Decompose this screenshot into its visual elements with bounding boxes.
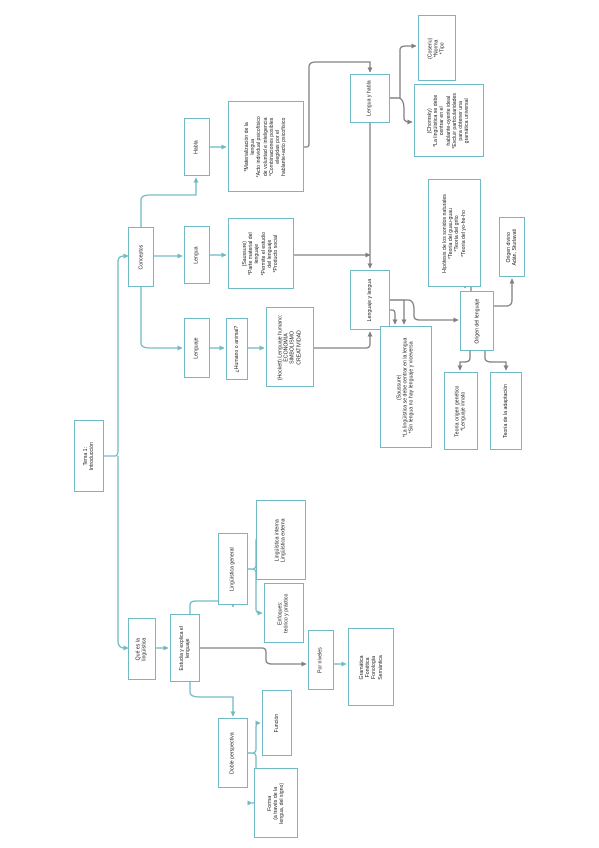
node-lengua-description: (Saussure) *Parte material del lenguaje … (228, 218, 294, 289)
node-chomsky-text: (Chomsky) *La lingüística se debe centra… (427, 92, 471, 149)
connector-17 (370, 309, 398, 325)
node-enfoques-text: Enfoques: teórico y práctico (277, 593, 290, 633)
node-teoria-genetico-text: Teoría origen genético *Lenguaje innato (454, 385, 467, 437)
connector-19 (494, 278, 515, 307)
node-habla-description-text: *Materialización de la lengua *Acto indi… (244, 115, 288, 178)
node-teoria-genetico: Teoría origen genético *Lenguaje innato (444, 372, 478, 450)
node-funcion-label: Función (273, 713, 280, 733)
node-doble-perspectiva-label: Doble perspectiva (229, 732, 236, 774)
connector-11 (314, 331, 373, 349)
connector-29 (248, 720, 261, 754)
node-origen-divino-text: Origen divino Adán, Sturlavati (505, 228, 518, 266)
connector-27 (248, 568, 263, 616)
node-hockett-text: (Hockett) Lenguaje humano: ECONOMÍA SIMB… (277, 314, 303, 380)
node-humano-o-animal-label: ¿Humano o animal? (233, 325, 240, 373)
node-teoria-adaptacion-text: Teoría de la adaptación (502, 384, 509, 438)
node-humano-o-animal: ¿Humano o animal? (226, 318, 248, 380)
node-habla: Habla (184, 118, 210, 176)
node-origen-lenguaje-label: Origen del lenguaje (473, 298, 480, 344)
node-forma: Forma (a través de la lengua, del signo) (254, 768, 298, 838)
node-tema-1-label: Tema 1: Introducción (82, 441, 96, 471)
node-lengua-y-habla: Lengua y habla (350, 74, 390, 123)
node-gramatica-fonetica-text: Gramática Fonética Fonología Semántica (358, 654, 384, 680)
connector-14 (390, 97, 413, 125)
node-saussure-lengua: (Saussure) *La lingüística se debe centr… (380, 326, 432, 448)
node-lenguaje-y-lengua: Lenguaje y lengua (350, 270, 390, 330)
node-doble-perspectiva: Doble perspectiva (218, 718, 248, 788)
connector-24 (200, 647, 307, 667)
node-conceptos: Conceptos (128, 227, 154, 287)
node-chomsky: (Chomsky) *La lingüística se debe centra… (414, 84, 484, 157)
connector-0 (104, 253, 129, 457)
node-lenguaje-label: Lenguaje (193, 337, 200, 359)
node-habla-label: Habla (193, 140, 200, 154)
node-por-niveles-label: Por niveles (317, 647, 324, 673)
node-lengua-y-habla-label: Lengua y habla (366, 80, 373, 117)
connector-9 (304, 61, 373, 148)
node-forma-text: Forma (a través de la lengua, del signo) (266, 782, 286, 824)
node-lengua-label: Lengua (193, 246, 200, 264)
node-linguistica-interna-externa: Lingüística interna Lingüística externa (256, 500, 306, 580)
node-conceptos-label: Conceptos (137, 244, 144, 270)
node-funcion: Función (262, 690, 292, 756)
node-saussure-lengua-text: (Saussure) *La lingüística se debe centr… (396, 337, 416, 437)
node-habla-description: *Materialización de la lengua *Acto indi… (228, 101, 304, 192)
node-tema-1: Tema 1: Introducción (74, 420, 104, 492)
node-teoria-adaptacion: Teoría de la adaptación (490, 372, 522, 450)
connector-15 (390, 299, 407, 325)
connector-13 (390, 43, 417, 99)
connector-20 (457, 351, 471, 371)
connector-16 (390, 299, 459, 323)
node-coseriu-text: (Coseriu) *Norma *Tipo (427, 37, 447, 59)
connector-1 (117, 456, 129, 651)
node-hipotesis-sonidos-text: Hipótesis de los sonidos naturales *Teor… (442, 193, 467, 273)
node-gramatica-fonetica: Gramática Fonética Fonología Semántica (348, 628, 394, 706)
node-linguistica-general: Lingüística general (218, 533, 248, 605)
node-que-es-label: Qué es la lingüística (135, 637, 148, 661)
connector-23 (189, 600, 236, 614)
node-lenguaje-y-lengua-label: Lenguaje y lengua (366, 278, 373, 322)
node-coseriu: (Coseriu) *Norma *Tipo (418, 15, 456, 81)
node-linguistica-general-label: Lingüística general (229, 547, 236, 591)
node-hipotesis-sonidos: Hipótesis de los sonidos naturales *Teor… (428, 179, 481, 287)
node-hockett: (Hockett) Lenguaje humano: ECONOMÍA SIMB… (266, 307, 314, 387)
node-que-es-linguistica: Qué es la lingüística (128, 618, 156, 680)
node-lengua: Lengua (184, 226, 210, 284)
node-lengua-description-text: (Saussure) *Parte material del lenguaje … (242, 231, 280, 276)
node-enfoques: Enfoques: teórico y práctico (264, 583, 304, 643)
node-por-niveles: Por niveles (308, 630, 334, 690)
connector-4 (140, 287, 183, 351)
node-estudia-lenguaje: Estudia y explica el lenguaje (170, 614, 200, 682)
node-lenguaje: Lenguaje (184, 318, 210, 378)
connector-21 (484, 351, 509, 371)
node-linguistica-interna-externa-text: Lingüística interna Lingüística externa (274, 518, 287, 562)
node-origen-lenguaje: Origen del lenguaje (460, 291, 494, 351)
node-origen-divino: Origen divino Adán, Sturlavati (499, 217, 525, 277)
connector-25 (189, 682, 236, 717)
node-estudia-lenguaje-label: Estudia y explica el lenguaje (178, 625, 191, 671)
connector-2 (140, 177, 199, 227)
